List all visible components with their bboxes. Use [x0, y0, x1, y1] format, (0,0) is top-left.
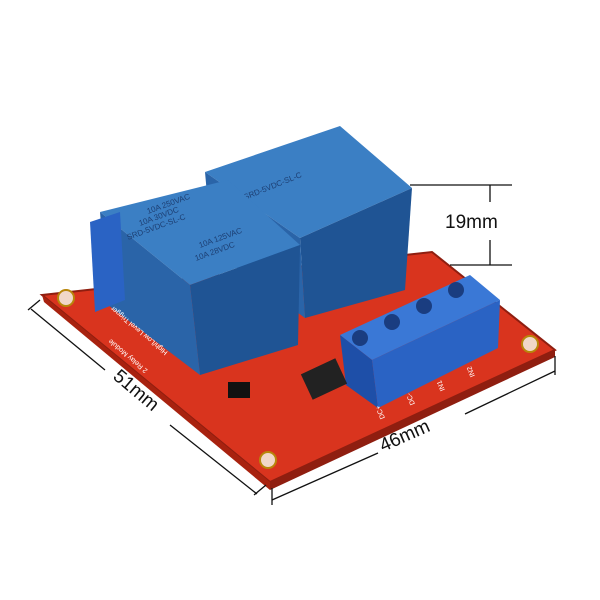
optocoupler-chip — [228, 382, 250, 398]
pcb-edge-right — [270, 350, 555, 490]
mount-hole — [57, 289, 75, 307]
terminal-block — [340, 275, 500, 408]
jumper — [300, 358, 348, 400]
pin-label: DC+ — [375, 404, 387, 420]
height-dimension-label: 19mm — [445, 212, 498, 233]
mount-hole — [521, 335, 539, 353]
pin-label: DC- — [405, 391, 416, 406]
pcb-edge — [42, 295, 270, 490]
pin-label: IN2 — [466, 365, 477, 378]
mount-hole — [259, 451, 277, 469]
pin-label: IN1 — [436, 379, 447, 392]
dimension-lines — [27, 184, 556, 505]
relay-1: 10A 250VAC 10A 30VDC SRD-5VDC-SL-C 10A 1… — [90, 180, 300, 375]
